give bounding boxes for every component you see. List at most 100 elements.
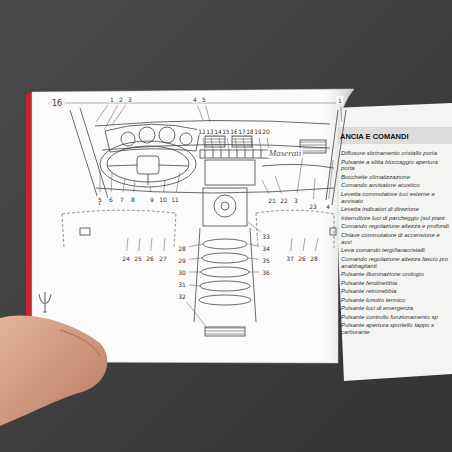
left-page [32,89,354,363]
callout-number: 25 [133,255,143,262]
leader-line [203,138,205,150]
leader-line [111,172,113,192]
list-item: Comando regolazione altezza e profondi [341,223,449,230]
callout-number: 3 [293,197,299,204]
leader-line [248,222,260,232]
leader-line [186,302,207,328]
list-item: Bocchette climatizzazione [341,174,449,181]
leader-line [176,172,180,192]
seat-outline [62,210,334,248]
callout-number: 21 [267,197,277,204]
list-item: Pulsante lunotto termico [341,297,449,304]
leader-line [251,138,253,150]
callout-number: 29 [177,257,187,264]
list-item: Interruttore luci di parcheggio (sul pia… [341,215,449,222]
leader-line [206,106,210,122]
leader-line [248,258,259,259]
callout-number: 28 [309,255,319,262]
header-rule [48,103,336,104]
callout-number: 2 [118,96,124,103]
leader-line [259,138,261,150]
leader-line [291,238,292,251]
callout-number: 31 [177,281,187,288]
page-number: 16 [49,99,65,108]
callout-number: 8 [130,196,136,203]
callout-number: 27 [158,255,168,262]
list-item: Levetta commutatore luci esterne e avvis… [341,191,449,205]
leader-line [189,258,202,259]
list-item: Diffusore sbrinamento cristallo porta [341,150,449,157]
leader-line [211,138,213,150]
leader-line [249,272,259,273]
callout-number: 10 [158,196,168,203]
list-item: Pulsante a slitta bloccaggio apertura po… [341,159,449,173]
callout-number: 37 [285,255,295,262]
leader-line [262,180,269,194]
callout-number: 30 [177,269,187,276]
leader-line [164,180,165,192]
leader-line [315,238,318,251]
callout-number: 7 [119,196,125,203]
callout-number: 23 [308,203,318,210]
list-item: Pulsante luci di emergenza [341,305,449,312]
callout-number: 3 [127,96,133,103]
callout-number: 11 [170,196,180,203]
trident-logo [39,292,51,312]
callout-number: 4 [192,96,198,103]
callout-number: 1 [109,96,115,103]
leader-line [134,180,135,192]
callout-number: 24 [121,255,131,262]
leader-line [313,178,315,199]
leader-line [235,138,237,150]
leader-line [189,244,203,247]
item-list: Diffusore sbrinamento cristallo portaPul… [341,150,449,338]
callout-number: 6 [108,196,114,203]
callout-number: 1 [337,97,343,104]
list-item: Levetta indicatori di direzione [341,206,449,213]
callout-number: 22 [279,197,289,204]
leader-line [189,272,201,273]
leader-line [139,238,140,251]
leader-line [104,105,118,130]
leader-line [151,238,152,251]
leader-line [227,138,229,150]
leader-line [243,138,245,150]
list-item: Comando regolazione altezza fascio pro a… [341,256,449,270]
callout-number: 4 [325,203,331,210]
leader-line [197,106,203,120]
leader-line [329,160,333,199]
leader-line [219,138,221,150]
leader-line [96,105,108,122]
callout-number: 32 [177,293,187,300]
list-item: Pulsante fendinebbia [341,280,449,287]
callout-number: 26 [145,255,155,262]
callout-number: 5 [201,96,207,103]
leader-line [275,176,282,193]
right-page [332,103,452,381]
leader-line [112,105,126,125]
callout-number: 20 [261,128,271,135]
leader-line [341,107,342,122]
hand [0,316,107,426]
list-item: Leva comando tergi/lavacristalli [341,247,449,254]
dashboard-drawing [70,108,346,336]
leader-line [150,186,152,192]
brand-script: Maserati [268,148,303,158]
callout-number: 5 [97,196,103,203]
leader-line [100,170,101,192]
leader-line [164,238,165,251]
heading-band [334,127,452,144]
thumb-crease [60,330,100,356]
list-item: Chiave commutatore di accensione e avvi [341,232,449,246]
callout-number: 33 [261,233,271,240]
callout-number: 36 [261,269,271,276]
callout-number: 9 [149,196,155,203]
leader-line [303,238,305,251]
callout-number: 28 [177,245,187,252]
callout-number: 34 [261,245,271,252]
leader-line [189,285,200,286]
callout-number: 26 [297,255,307,262]
list-item: Pulsante retronebbia [341,288,449,295]
